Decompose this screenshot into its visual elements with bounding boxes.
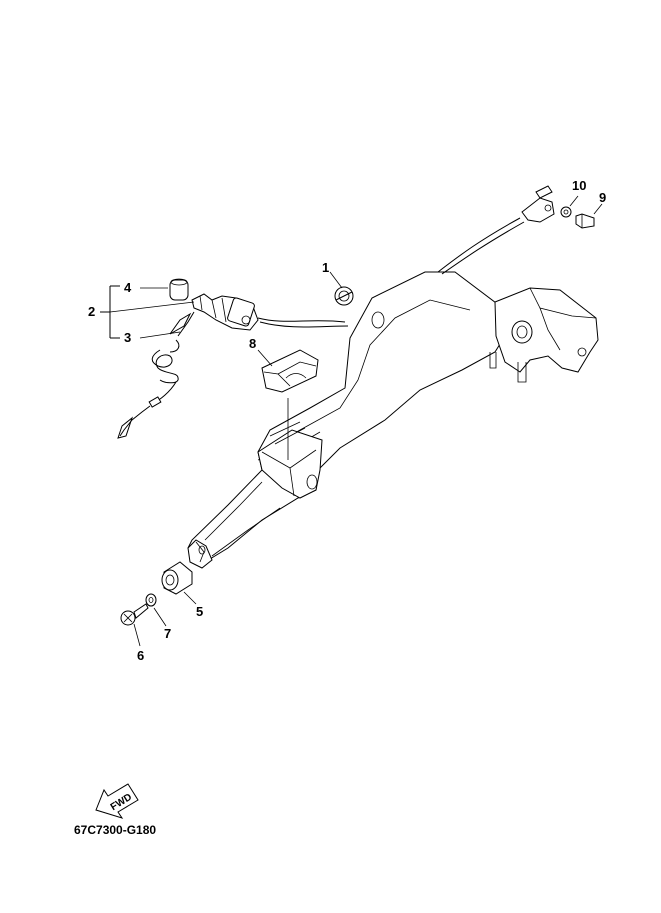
callout-3: 3 bbox=[124, 330, 131, 345]
callout-5: 5 bbox=[196, 604, 203, 619]
washer-part-7[interactable] bbox=[145, 593, 167, 627]
callout-4: 4 bbox=[124, 280, 132, 295]
grommet-part-1[interactable] bbox=[329, 271, 354, 306]
cover-part-8[interactable] bbox=[257, 349, 319, 393]
washer-part-10[interactable] bbox=[560, 195, 579, 218]
fwd-arrow-icon: FWD bbox=[95, 783, 139, 819]
bolt-part-9[interactable] bbox=[575, 203, 603, 229]
lanyard-part-3[interactable] bbox=[117, 311, 195, 439]
callout-1: 1 bbox=[322, 260, 329, 275]
callout-6: 6 bbox=[137, 648, 144, 663]
stop-switch-part-2[interactable] bbox=[191, 293, 259, 331]
wire-terminal bbox=[521, 185, 555, 223]
callout-10: 10 bbox=[572, 178, 586, 193]
callout-8: 8 bbox=[249, 336, 256, 351]
stop-switch-wire bbox=[257, 217, 525, 328]
callout-2-bracket bbox=[100, 285, 195, 339]
callout-7: 7 bbox=[164, 626, 171, 641]
callout-2: 2 bbox=[88, 304, 95, 319]
callout-labels: 1 2 3 4 5 6 7 8 9 10 bbox=[88, 178, 606, 663]
diagram-code: 67C7300-G180 bbox=[74, 823, 157, 837]
callout-9: 9 bbox=[599, 190, 606, 205]
cap-part-4[interactable] bbox=[169, 278, 189, 301]
collar-part-5[interactable] bbox=[161, 561, 197, 605]
steering-handle bbox=[187, 271, 599, 569]
screw-part-6[interactable] bbox=[120, 603, 149, 647]
